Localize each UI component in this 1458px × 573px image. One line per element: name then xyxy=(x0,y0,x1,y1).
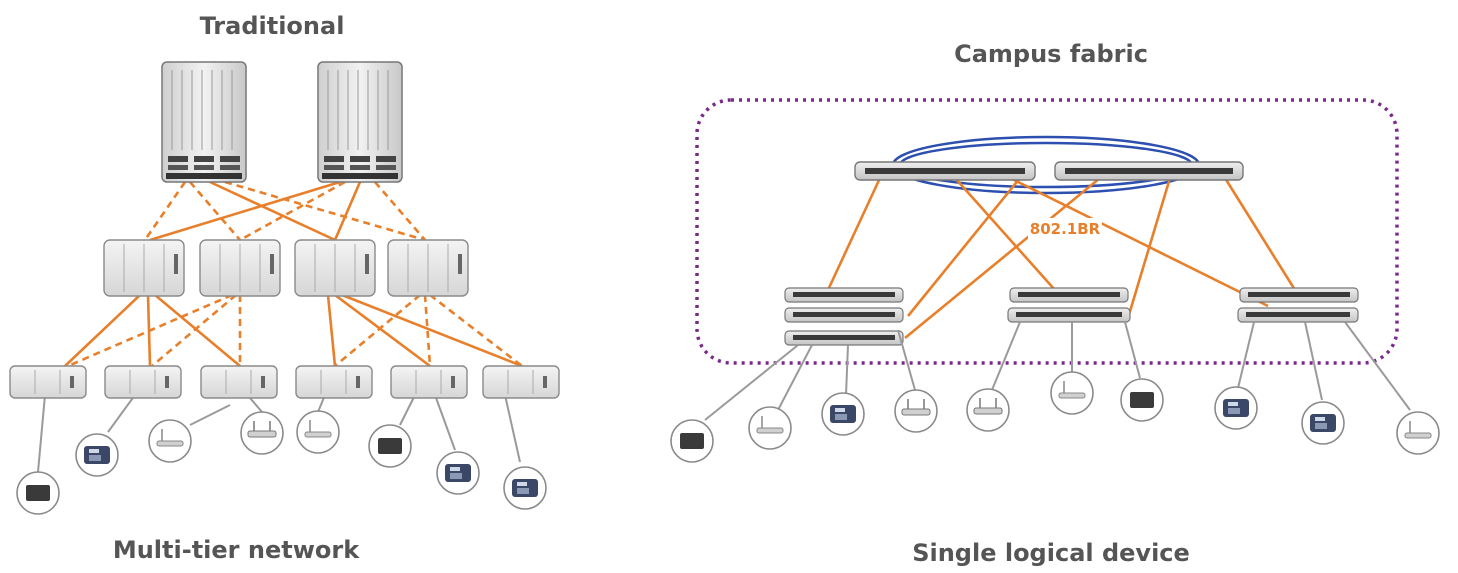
fabric-boundary xyxy=(695,98,1399,365)
protocol-label: 802.1BR xyxy=(1030,220,1101,238)
laptop-icon xyxy=(16,471,60,515)
phone-icon xyxy=(503,466,547,510)
single-logical-device-title: Single logical device xyxy=(912,539,1190,567)
campus-fabric-title: Campus fabric xyxy=(954,40,1148,68)
phone-icon xyxy=(821,392,865,436)
access-point-icon xyxy=(1050,371,1094,415)
aggregation-switch-2 xyxy=(1054,161,1244,181)
core-chassis-1 xyxy=(161,61,247,183)
phone-icon xyxy=(75,433,119,477)
phone-icon xyxy=(436,451,480,495)
phone-icon xyxy=(1301,401,1345,445)
satellite-stack-2 xyxy=(1007,287,1131,323)
access-switch-5 xyxy=(390,365,468,399)
laptop-icon xyxy=(670,419,714,463)
core-chassis-2 xyxy=(317,61,403,183)
distribution-switch-3 xyxy=(294,239,376,297)
distribution-switch-1 xyxy=(103,239,185,297)
fabric-links xyxy=(826,176,1297,340)
access-point-icon xyxy=(748,406,792,450)
access-switch-4 xyxy=(295,365,373,399)
protocol-label-bg xyxy=(1028,218,1102,240)
laptop-icon xyxy=(368,424,412,468)
satellite-stack-1 xyxy=(784,287,904,346)
aggregation-switch-1 xyxy=(854,161,1036,181)
phone-icon xyxy=(1214,386,1258,430)
access-switch-2 xyxy=(104,365,182,399)
laptop-icon xyxy=(1120,378,1164,422)
multi-tier-title: Multi-tier network xyxy=(112,536,360,564)
traditional-title: Traditional xyxy=(199,12,345,40)
distribution-switch-2 xyxy=(199,239,281,297)
satellite-stack-3 xyxy=(1237,287,1359,323)
router-icon xyxy=(894,389,938,433)
access-switch-3 xyxy=(200,365,278,399)
access-point-icon xyxy=(148,419,192,463)
fabric-endpoint-links xyxy=(704,321,1411,421)
access-switch-1 xyxy=(9,365,87,399)
access-point-icon xyxy=(296,410,340,454)
access-switch-6 xyxy=(482,365,560,399)
access-point-icon xyxy=(1396,411,1440,455)
router-icon xyxy=(966,388,1010,432)
traditional-links xyxy=(64,180,523,368)
distribution-switch-4 xyxy=(387,239,469,297)
router-icon xyxy=(240,411,284,455)
